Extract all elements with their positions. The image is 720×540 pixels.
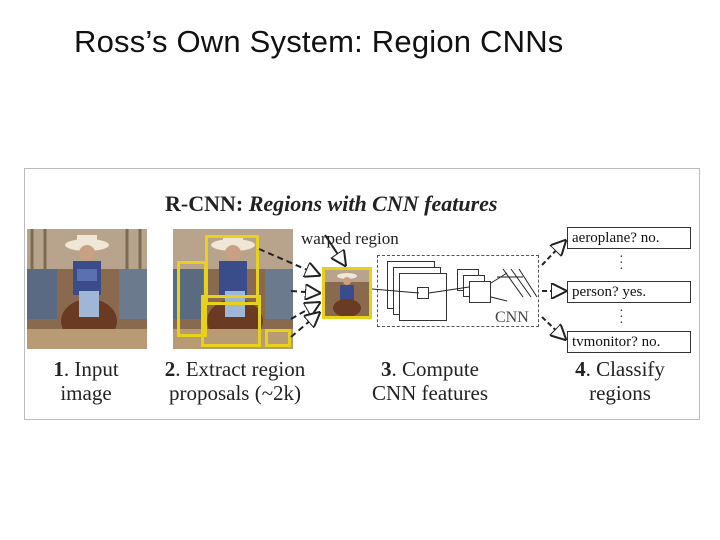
step-3-caption: 3. Compute CNN features [371,357,489,405]
warped-region-label: warped region [301,229,399,248]
rcnn-figure: R-CNN: Regions with CNN features [24,168,700,420]
vertical-ellipsis: ··· [619,304,624,331]
step-4-caption: 4. Classify regions [575,357,665,405]
cnn-label: CNN [495,309,529,326]
proposal-box [201,295,261,347]
step-2-caption: 2. Extract region proposals (~2k) [164,357,306,405]
slide-title: Ross’s Own System: Region CNNs [74,24,564,59]
step-1-caption: 1. Input image [53,357,119,405]
output-tvmonitor: tvmonitor? no. [567,331,691,353]
proposal-box [177,261,207,337]
output-person: person? yes. [567,281,691,303]
connector-arrows [258,234,699,419]
vertical-ellipsis: ··· [619,250,624,277]
warped-region-image [322,267,372,319]
cnn-layer [469,281,491,303]
proposal-box [265,329,291,347]
heading-italic: Regions with CNN features [248,191,498,216]
input-image [27,229,147,349]
figure-heading: R-CNN: Regions with CNN features [165,191,497,217]
region-proposals-image [173,229,293,349]
heading-bold: R-CNN: [165,191,244,216]
cnn-dashed-box [377,255,539,327]
